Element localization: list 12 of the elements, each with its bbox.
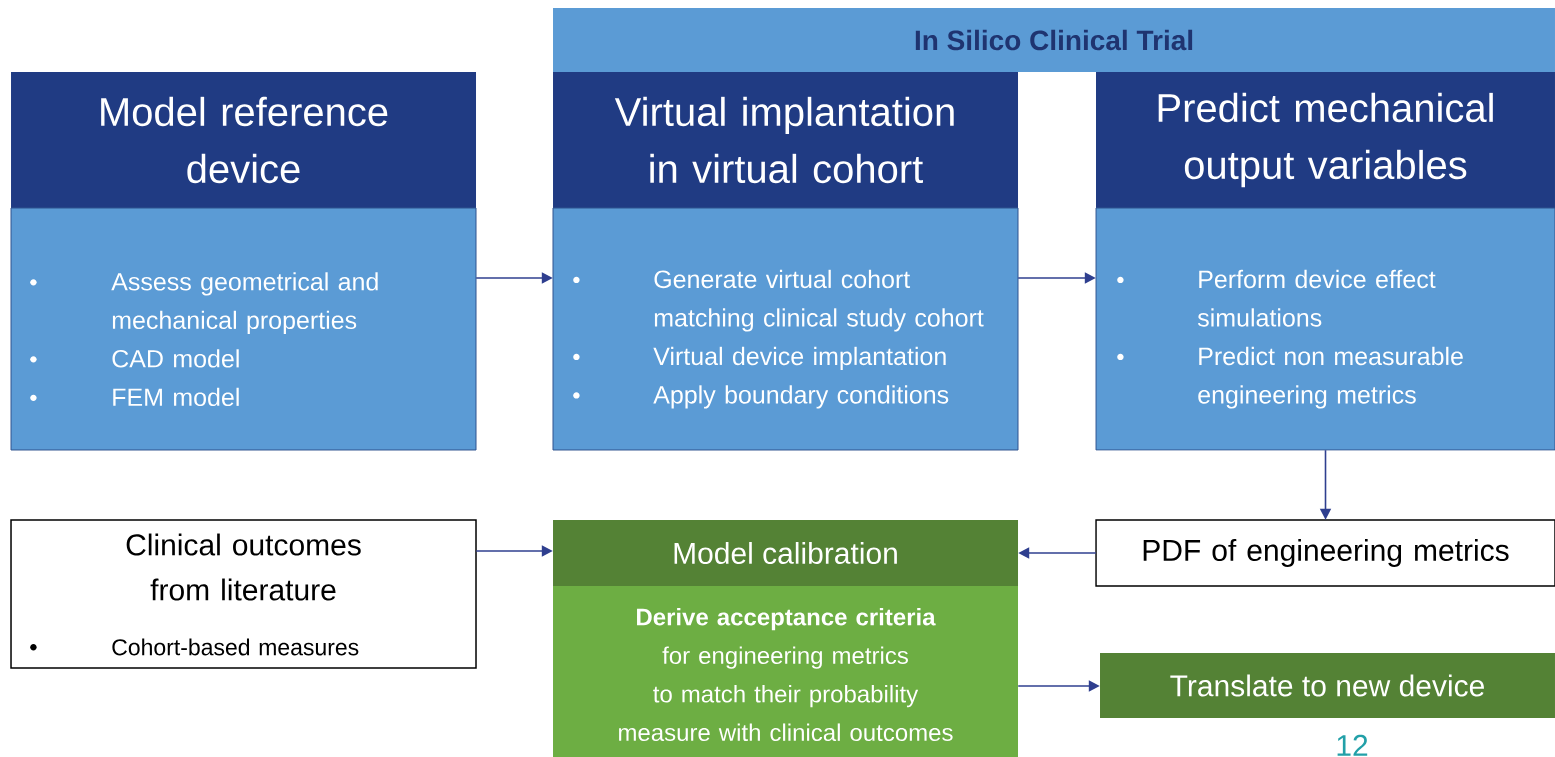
node-label: Model calibration — [674, 541, 897, 565]
calibration-card: Model calibration Derive acceptance criteria for engineering metrics to match their probability measure with clinical outcomes — [553, 520, 1018, 757]
text-box: PDF of engineering metrics — [1095, 519, 1555, 587]
node-label: Model reference device — [101, 96, 388, 184]
node-label: Virtual implantation in virtual cohort — [614, 96, 954, 184]
step-card: Model reference device Assess geometrical and mechanical properties CAD model FEM model — [10, 72, 477, 451]
step-card: Virtual implantation in virtual cohort Generate virtual cohort matching clinical study cohort Virtual device implantation Apply boundary conditions — [552, 72, 1019, 451]
result-box: Translate to new device — [1100, 653, 1555, 718]
text-box: Clinical outcomes from literature Cohort-based measures — [10, 519, 477, 669]
banner: In Silico Clinical Trial — [553, 8, 1555, 72]
step-card: Predict mechanical output variables Perform device effect simulations Predict non measurable engineering metrics — [1095, 72, 1555, 451]
node-label: Predict mechanical output variables — [1158, 92, 1493, 188]
